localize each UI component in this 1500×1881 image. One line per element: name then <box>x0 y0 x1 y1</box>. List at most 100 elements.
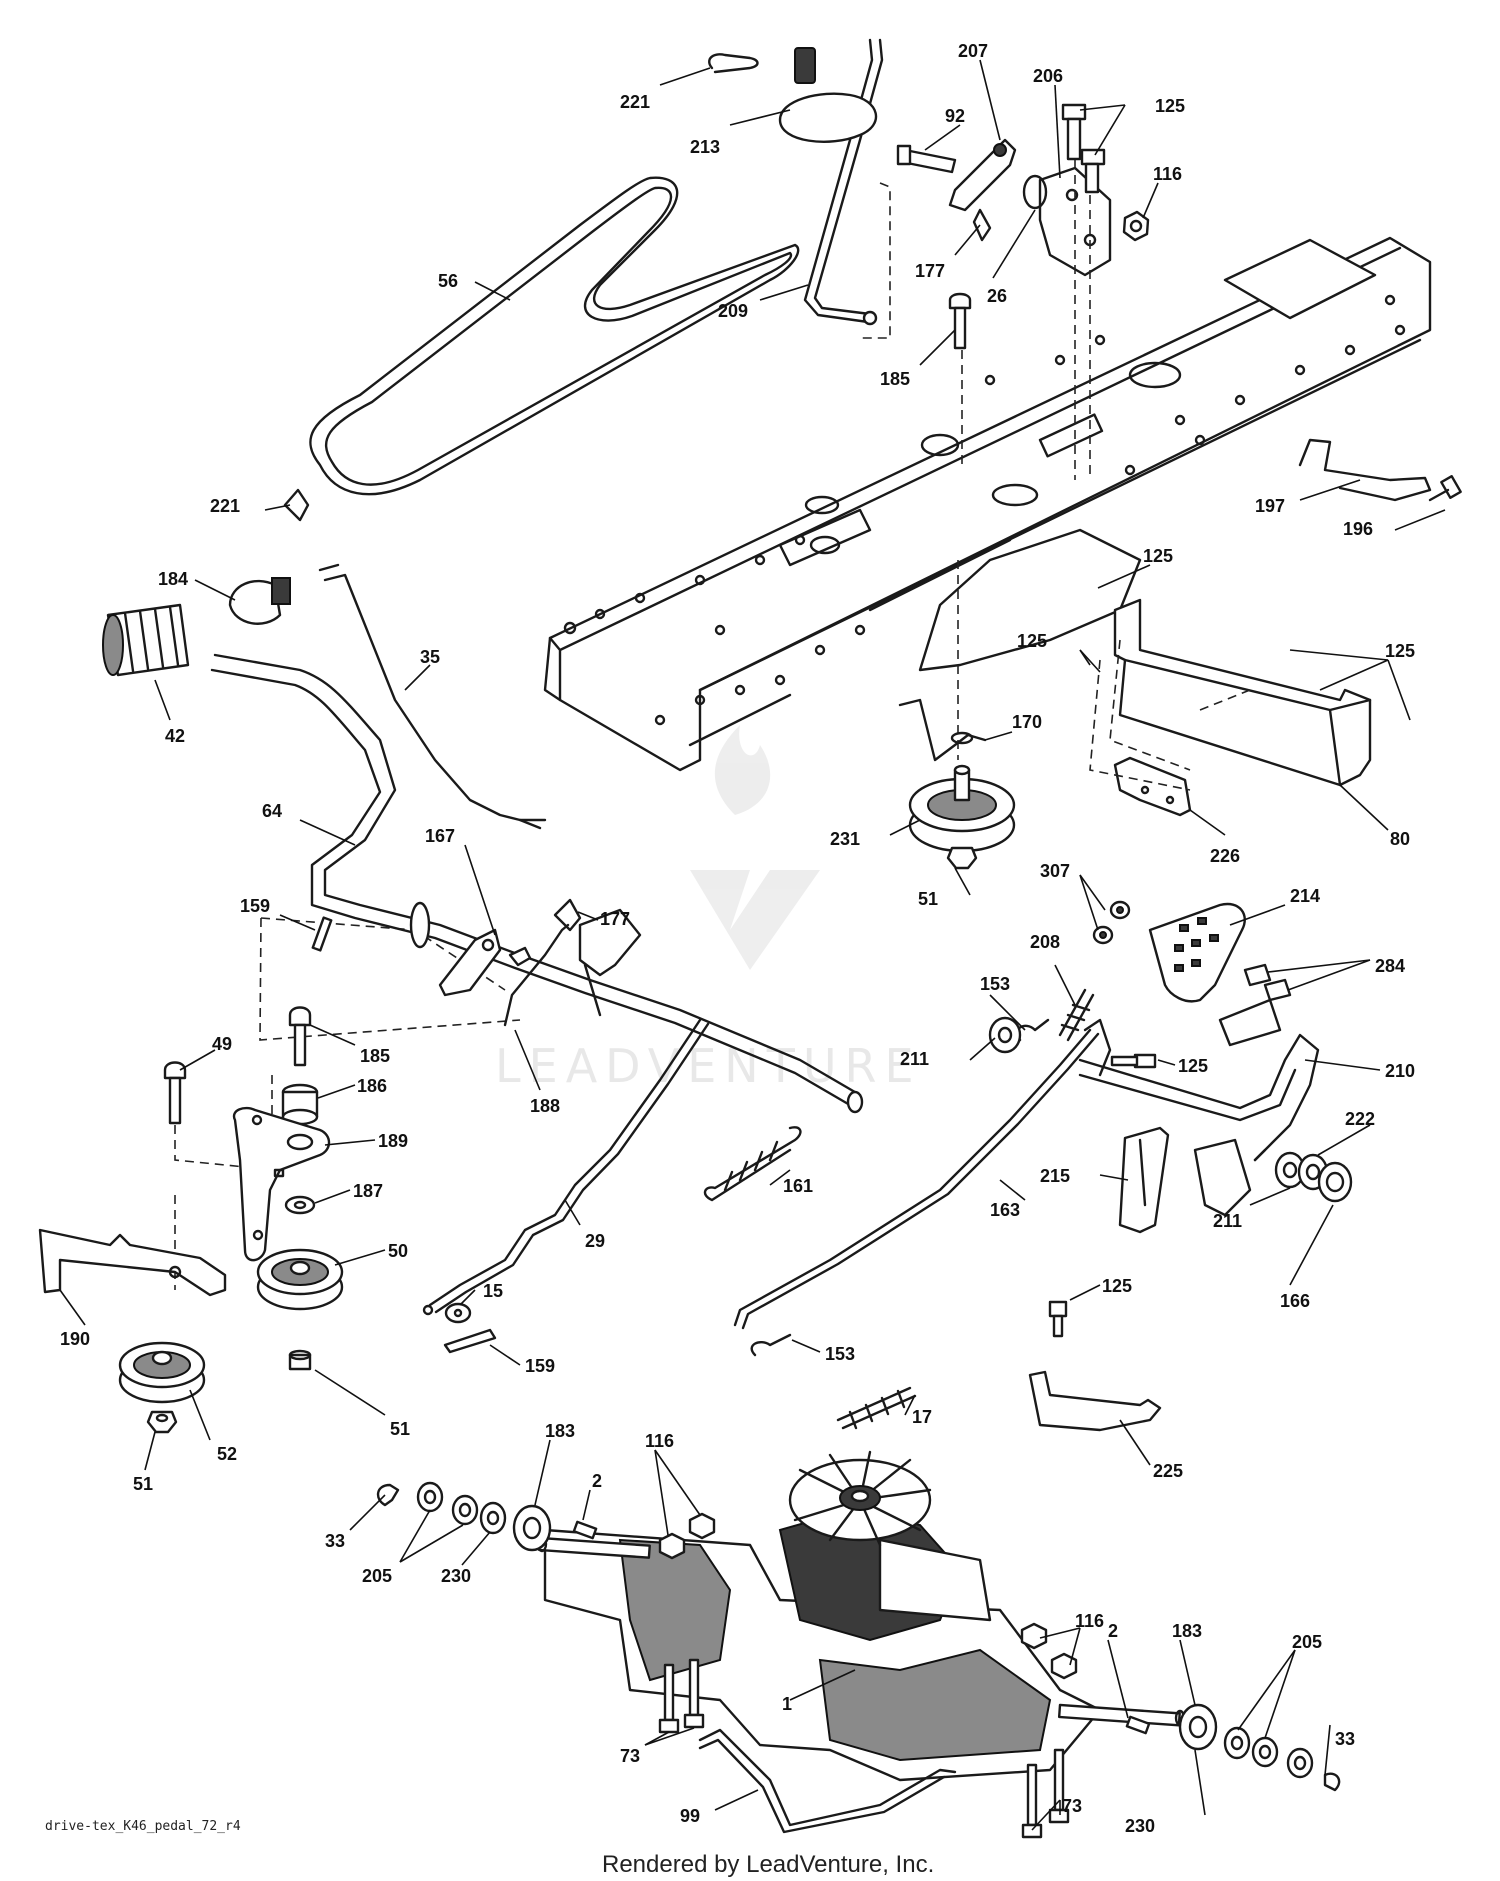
label-116: 116 <box>645 1431 674 1451</box>
clips-284 <box>1243 963 1292 1002</box>
belt-keeper-197 <box>1298 438 1432 502</box>
bolt-49 <box>163 1061 187 1125</box>
bolt-125-bottom <box>1048 1300 1068 1338</box>
label-153: 153 <box>980 974 1010 994</box>
rod-35 <box>318 563 547 830</box>
bolt-125-right <box>1110 1053 1157 1069</box>
label-161: 161 <box>783 1176 813 1196</box>
label-185: 185 <box>360 1046 390 1066</box>
label-213: 213 <box>690 137 720 157</box>
lever-64 <box>210 653 864 1114</box>
label-15: 15 <box>483 1281 503 1301</box>
washer-15 <box>444 1302 472 1324</box>
label-125: 125 <box>1385 641 1415 661</box>
bushing-211-bottom <box>1274 1151 1306 1189</box>
label-177: 177 <box>915 261 945 281</box>
label-205: 205 <box>362 1566 392 1586</box>
label-2: 2 <box>592 1471 602 1491</box>
label-33: 33 <box>1335 1729 1355 1749</box>
label-211: 211 <box>1213 1211 1242 1231</box>
label-99: 99 <box>680 1806 700 1826</box>
dashed-guides <box>174 160 1251 1290</box>
label-284: 284 <box>1375 956 1405 976</box>
label-231: 231 <box>830 829 860 849</box>
pin-159-bottom <box>443 1328 497 1354</box>
watermark-text: LEADVENTURE <box>495 1039 922 1093</box>
pulley-231 <box>908 764 1016 853</box>
label-170: 170 <box>1012 712 1042 732</box>
washer-166 <box>1317 1161 1353 1203</box>
clip-153-bottom <box>750 1333 792 1357</box>
clip-177-mid <box>553 898 582 932</box>
clip-221-mid <box>283 488 310 522</box>
label-230: 230 <box>1125 1816 1155 1836</box>
clip-221-top <box>708 53 759 74</box>
label-125: 125 <box>1017 631 1047 651</box>
frame-chassis <box>543 236 1432 772</box>
plate-189 <box>232 1106 331 1262</box>
label-51: 51 <box>133 1474 153 1494</box>
label-163: 163 <box>990 1200 1020 1220</box>
label-42: 42 <box>165 726 185 746</box>
nut-51-bottom <box>146 1410 178 1434</box>
label-29: 29 <box>585 1231 605 1251</box>
label-215: 215 <box>1040 1166 1070 1186</box>
label-221: 221 <box>210 496 240 516</box>
bolts-125-top <box>1061 103 1106 194</box>
label-183: 183 <box>1172 1621 1202 1641</box>
label-211: 211 <box>900 1049 929 1069</box>
label-225: 225 <box>1153 1461 1183 1481</box>
label-207: 207 <box>958 41 988 61</box>
bolt-185-top <box>948 292 972 350</box>
label-56: 56 <box>438 271 458 291</box>
axle-hardware-right <box>1125 1703 1341 1792</box>
rod-188 <box>503 923 570 1027</box>
label-187: 187 <box>353 1181 383 1201</box>
label-177: 177 <box>600 909 630 929</box>
nut-116-top <box>1122 210 1150 242</box>
bracket-190 <box>38 1228 227 1297</box>
axle-hardware-left <box>376 1481 598 1552</box>
drive-belt-56 <box>309 176 800 496</box>
lever-207 <box>948 138 1017 212</box>
label-50: 50 <box>388 1241 408 1261</box>
bushing-211-top <box>988 1016 1022 1054</box>
spring-170 <box>898 698 987 762</box>
label-214: 214 <box>1290 886 1320 906</box>
label-307: 307 <box>1040 861 1070 881</box>
label-125: 125 <box>1155 96 1185 116</box>
spring-161 <box>703 1126 802 1202</box>
label-190: 190 <box>60 1329 90 1349</box>
label-206: 206 <box>1033 66 1063 86</box>
label-222: 222 <box>1345 1109 1375 1129</box>
pedal-bracket <box>578 908 642 1017</box>
drawing-id: drive-tex_K46_pedal_72_r4 <box>45 1819 241 1834</box>
bolt-92 <box>896 144 957 174</box>
clip-153-top <box>1015 1018 1050 1042</box>
label-125: 125 <box>1178 1056 1208 1076</box>
label-92: 92 <box>945 106 965 126</box>
label-51: 51 <box>390 1419 410 1439</box>
label-185: 185 <box>880 369 910 389</box>
spacer-186 <box>281 1083 319 1126</box>
label-159: 159 <box>240 896 270 916</box>
label-188: 188 <box>530 1096 560 1116</box>
bolts-73-right <box>1021 1748 1070 1839</box>
label-208: 208 <box>1030 932 1060 952</box>
transaxle-1 <box>536 1450 1186 1782</box>
label-52: 52 <box>217 1444 237 1464</box>
label-80: 80 <box>1390 829 1410 849</box>
bolts-73-left <box>658 1658 705 1734</box>
label-209: 209 <box>718 301 748 321</box>
label-51: 51 <box>918 889 938 909</box>
rod-209 <box>803 38 884 326</box>
grip-42 <box>102 603 190 677</box>
washer-187 <box>284 1195 316 1215</box>
label-210: 210 <box>1385 1061 1415 1081</box>
rendered-by-credit: Rendered by LeadVenture, Inc. <box>602 1851 934 1878</box>
label-73: 73 <box>1062 1796 1082 1816</box>
spring-26 <box>1022 174 1048 210</box>
bracket-226 <box>1113 756 1192 817</box>
label-125: 125 <box>1102 1276 1132 1296</box>
